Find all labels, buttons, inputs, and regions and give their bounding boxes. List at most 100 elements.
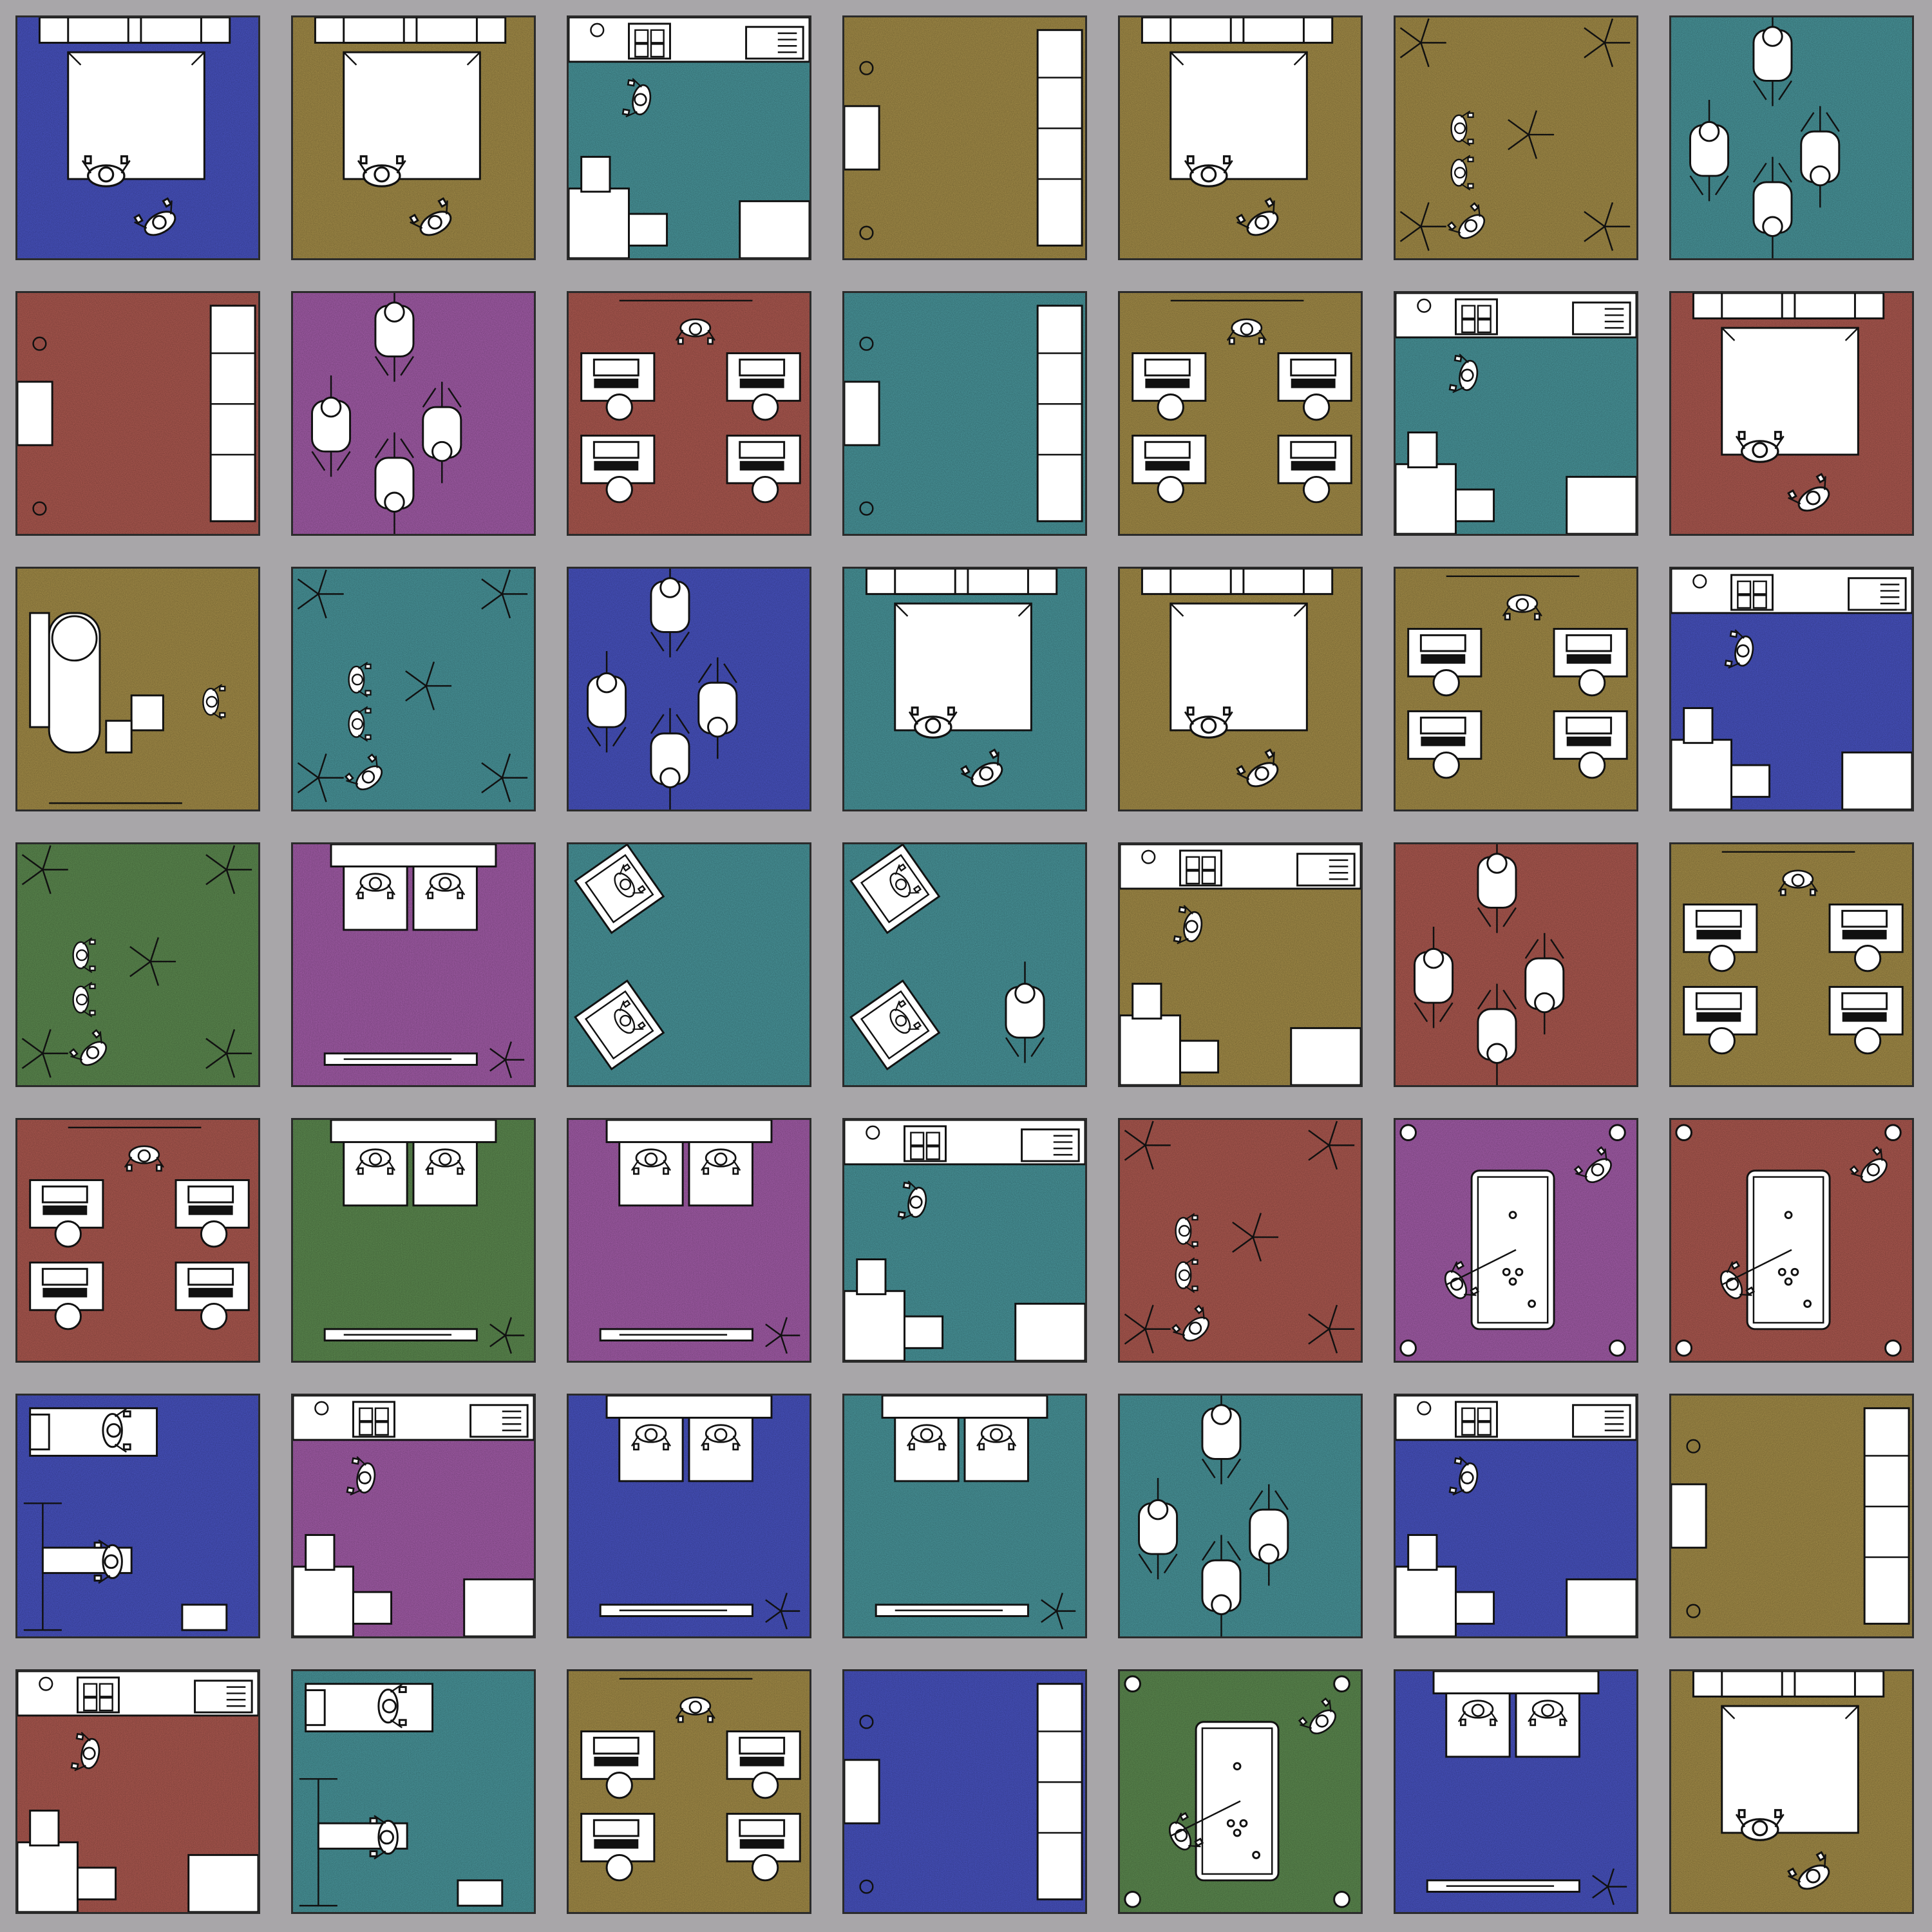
room-bedroom[interactable]: [1669, 291, 1914, 536]
room-office[interactable]: [1118, 291, 1363, 536]
room-theater[interactable]: [567, 1394, 811, 1638]
room-bedroom[interactable]: [291, 15, 536, 260]
person-icon: [348, 661, 372, 697]
person-icon: [1450, 155, 1474, 191]
room-kitchen[interactable]: [1118, 842, 1363, 1087]
room-closet[interactable]: [1669, 1394, 1914, 1638]
room-recliners-cyclist[interactable]: [842, 842, 1087, 1087]
person-icon: [70, 1732, 100, 1772]
room-billiards[interactable]: [1394, 1118, 1638, 1363]
person-icon: [1236, 197, 1279, 236]
person-icon: [675, 1696, 715, 1723]
room-bedroom[interactable]: [1669, 1669, 1914, 1914]
room-theater[interactable]: [1394, 1669, 1638, 1914]
room-lounge[interactable]: [15, 842, 260, 1087]
room-office[interactable]: [567, 291, 811, 536]
person-icon: [102, 1408, 131, 1453]
swivel-chair-icon: [1399, 202, 1446, 251]
room-recliners[interactable]: [567, 842, 811, 1087]
room-closet[interactable]: [842, 15, 1087, 260]
room-closet[interactable]: [842, 291, 1087, 536]
swivel-chair-icon: [1124, 1304, 1171, 1354]
room-bedroom[interactable]: [15, 15, 260, 260]
room-lounge[interactable]: [291, 567, 536, 811]
room-office[interactable]: [1394, 567, 1638, 811]
room-cyclists[interactable]: [567, 567, 811, 811]
swivel-chair-icon: [405, 661, 452, 710]
person-icon: [701, 1424, 741, 1451]
person-icon: [1735, 1809, 1785, 1841]
recliner-icon: [574, 844, 665, 934]
room-dentist[interactable]: [15, 567, 260, 811]
cyclist-icon: [1752, 156, 1793, 258]
swivel-chair-icon: [1308, 1121, 1355, 1170]
room-theater[interactable]: [567, 1118, 811, 1363]
person-icon: [1448, 1456, 1479, 1496]
room-theater[interactable]: [842, 1394, 1087, 1638]
person-icon: [1573, 1146, 1612, 1184]
room-kitchen[interactable]: [842, 1118, 1087, 1363]
room-kitchen[interactable]: [1394, 291, 1638, 536]
room-lounge[interactable]: [1118, 1118, 1363, 1363]
person-icon: [1724, 629, 1754, 669]
cyclist-icon: [311, 375, 352, 477]
room-theater[interactable]: [291, 1118, 536, 1363]
person-icon: [675, 318, 715, 345]
room-gym[interactable]: [15, 1394, 260, 1638]
person-icon: [1175, 1257, 1198, 1293]
room-billiards[interactable]: [1118, 1669, 1363, 1914]
room-closet[interactable]: [15, 291, 260, 536]
cyclist-icon: [1800, 106, 1841, 208]
room-kitchen[interactable]: [15, 1669, 260, 1914]
room-bedroom[interactable]: [1118, 567, 1363, 811]
swivel-chair-icon: [1584, 202, 1631, 251]
swivel-chair-icon: [129, 937, 176, 986]
cyclist-icon: [422, 381, 462, 484]
cyclist-icon: [374, 432, 415, 534]
person-icon: [369, 1815, 399, 1860]
room-kitchen[interactable]: [1394, 1394, 1638, 1638]
swivel-chair-icon: [297, 753, 344, 802]
room-kitchen[interactable]: [1669, 567, 1914, 811]
cyclist-icon: [1249, 1484, 1289, 1586]
swivel-chair-icon: [481, 569, 528, 619]
swivel-chair-icon: [481, 753, 528, 802]
room-cyclists[interactable]: [291, 291, 536, 536]
person-icon: [68, 1028, 108, 1066]
room-kitchen[interactable]: [567, 15, 811, 260]
room-kitchen[interactable]: [291, 1394, 536, 1638]
person-icon: [1777, 869, 1818, 896]
person-icon: [357, 155, 406, 187]
cyclist-icon: [1414, 926, 1454, 1028]
person-icon: [355, 873, 395, 900]
person-icon: [1450, 110, 1474, 146]
cyclist-icon: [1477, 844, 1517, 933]
swivel-chair-icon: [1308, 1304, 1355, 1354]
person-icon: [1735, 431, 1785, 463]
room-billiards[interactable]: [1669, 1118, 1914, 1363]
person-icon: [1171, 1304, 1210, 1342]
room-office[interactable]: [15, 1118, 260, 1363]
swivel-chair-icon: [1584, 18, 1631, 68]
person-icon: [425, 873, 466, 900]
swivel-chair-icon: [21, 1028, 68, 1078]
recliner-icon: [849, 979, 941, 1071]
room-cyclists[interactable]: [1669, 15, 1914, 260]
room-theater[interactable]: [291, 842, 536, 1087]
person-icon: [1457, 1700, 1498, 1727]
swivel-chair-icon: [205, 1028, 252, 1078]
room-closet[interactable]: [842, 1669, 1087, 1914]
room-gym[interactable]: [291, 1669, 536, 1914]
room-cyclists[interactable]: [1394, 842, 1638, 1087]
room-office[interactable]: [1669, 842, 1914, 1087]
person-icon: [124, 1145, 164, 1172]
room-cyclists[interactable]: [1118, 1394, 1363, 1638]
room-bedroom[interactable]: [842, 567, 1087, 811]
person-icon: [1502, 594, 1542, 621]
room-lounge[interactable]: [1394, 15, 1638, 260]
person-icon: [425, 1148, 466, 1175]
room-office[interactable]: [567, 1669, 811, 1914]
cyclist-icon: [1477, 983, 1517, 1085]
room-bedroom[interactable]: [1118, 15, 1363, 260]
person-icon: [377, 1683, 407, 1728]
